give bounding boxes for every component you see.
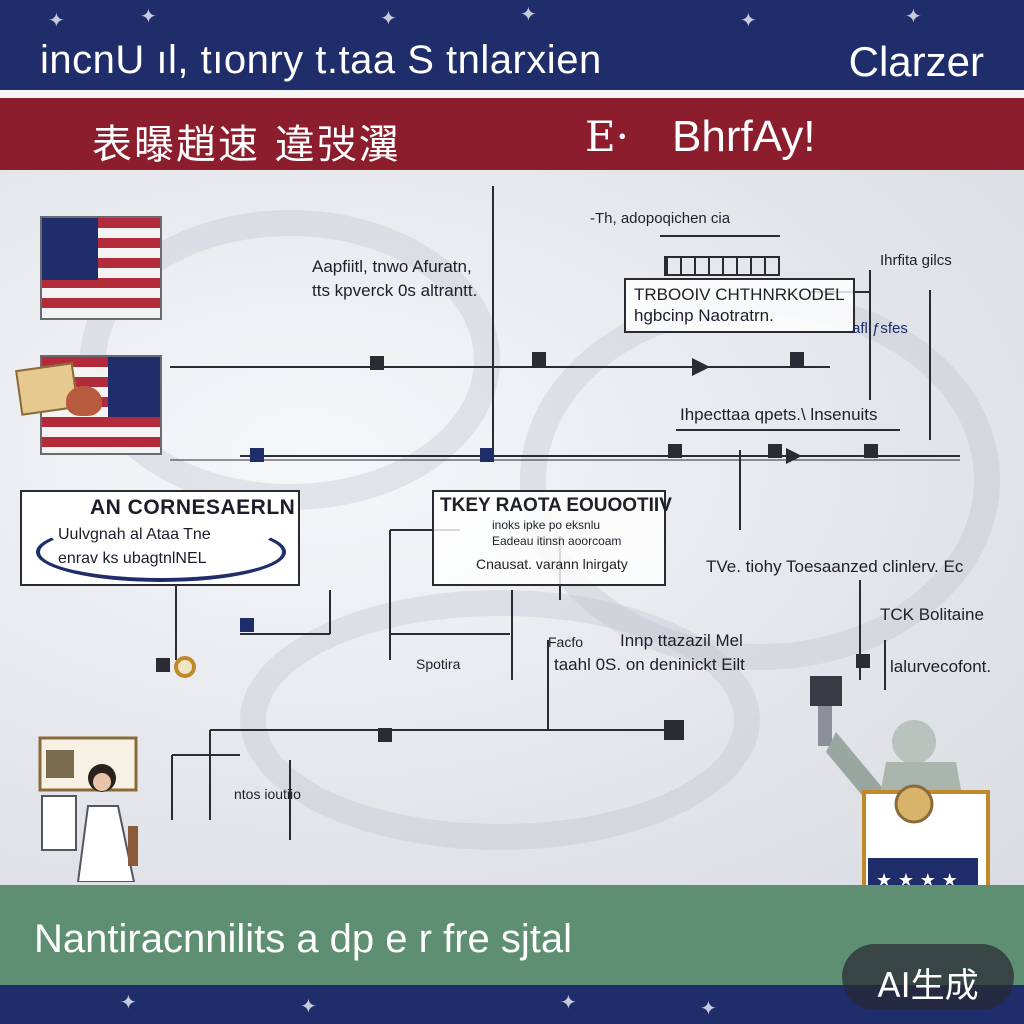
legend-arc	[36, 522, 286, 582]
center-key-box	[432, 490, 666, 586]
divider	[0, 90, 1024, 98]
center-info-box: TRBOOIV CHTHNRKODEL hgbcinp Naotratrn.	[624, 278, 855, 333]
building-icon	[664, 256, 780, 276]
subtitle-banner	[0, 98, 1024, 170]
diagram-label: tts kpverck 0s altrantt.	[312, 281, 478, 300]
us-flag-icon	[40, 216, 162, 320]
diagram-label: taahl 0S. on deninickt Eilt	[554, 655, 745, 674]
diagram-node	[864, 444, 878, 458]
diagram-node	[532, 352, 546, 366]
star-icon: ✦	[740, 10, 757, 32]
subtitle-right: BhrfAy!	[672, 112, 816, 161]
subtitle-letter: E·	[585, 112, 630, 161]
star-icon: ✦	[380, 8, 397, 30]
diagram-label: -Th, adopoqichen cia	[590, 210, 731, 227]
diagram-label: Eadeau itinsn aoorcoam	[492, 534, 622, 548]
legend-line: enrav ks ubagtnlNEL	[58, 550, 207, 567]
ai-badge-label: AI生成	[877, 966, 979, 1006]
diagram-node	[378, 728, 392, 742]
diagram-label: Aapfiitl, tnwo Afuratn,	[312, 257, 472, 276]
star-icon: ✦	[48, 10, 65, 32]
diagram-label: afl ƒsfes	[852, 320, 908, 337]
diagram-label: lalurvecofont.	[890, 657, 992, 676]
diagram-node	[664, 720, 684, 740]
lady-justice-icon	[38, 736, 138, 882]
diagram-label: TRBOOIV CHTHNRKODEL	[634, 285, 845, 304]
diagram-node	[370, 356, 384, 370]
star-icon: ✦	[120, 992, 137, 1014]
legend-title: AN CORNESAERLN	[90, 496, 296, 519]
star-icon: ✦	[560, 992, 577, 1014]
diagram-label: TKEY RAOTA EOUOOTIIV	[440, 495, 672, 516]
subtitle-cjk: 表曝趙速 違弢瀷	[92, 122, 401, 168]
diagram-label: ntos ioutiio	[234, 786, 301, 802]
legend-line: Uulvgnah al Ataa Tne	[58, 526, 211, 543]
diagram-label: Innp ttazazil Mel	[620, 631, 743, 650]
star-icon: ✦	[905, 6, 922, 28]
star-icon: ✦	[300, 996, 317, 1018]
diagram-label: hgbcinp Naotratrn.	[634, 306, 774, 326]
header-right-label: Clarzer	[848, 38, 984, 85]
diagram-node	[156, 658, 170, 672]
star-icon: ✦	[700, 998, 717, 1020]
ai-generated-badge: AI生成	[842, 944, 1014, 1010]
diagram-label: TVe. tiohy Toesaanzed clinlerv. Ec	[706, 557, 964, 576]
ring-icon	[174, 656, 196, 678]
diagram-label: Cnausat. varann lnirgaty	[476, 556, 628, 572]
diagram-label: inoks ipke po eksnlu	[492, 518, 601, 532]
diagram-label: TCK Bolitaine	[880, 605, 984, 624]
diagram-label: Ihpecttaa qpets.\ lnsenuits	[680, 405, 878, 424]
star-icon: ✦	[140, 6, 157, 28]
diagram-node	[250, 448, 264, 462]
top-banner	[0, 0, 1024, 90]
diagram-label: Spotira	[416, 656, 461, 672]
diagram-node	[790, 352, 804, 366]
diagram-node	[668, 444, 682, 458]
person-icon	[66, 386, 102, 416]
diagram-node	[768, 444, 782, 458]
star-icon: ✦	[520, 4, 537, 26]
diagram-label: Ihrfita gilcs	[880, 252, 952, 269]
diagram-node	[240, 618, 254, 632]
footer-text: Nantiracnnilits a dp e r fre sjtal	[34, 917, 573, 961]
diagram-node	[856, 654, 870, 668]
diagram-label: Facfo	[548, 634, 584, 650]
page-title: incnU ıl, tıonry t.taa S tnlarxien	[40, 38, 602, 82]
diagram-node	[480, 448, 494, 462]
